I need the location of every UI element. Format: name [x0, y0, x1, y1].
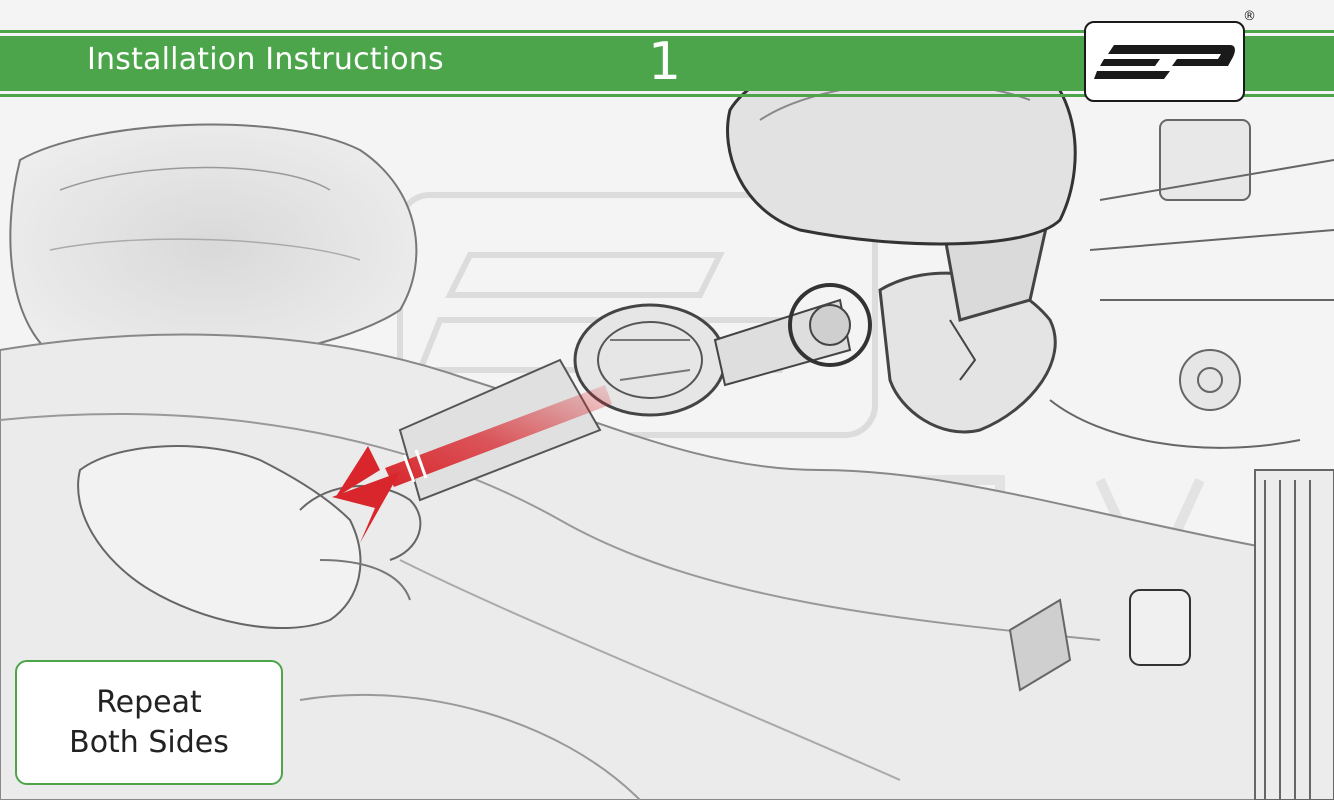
step-number: 1: [648, 32, 681, 92]
page-title: Installation Instructions: [87, 42, 444, 77]
brand-logo: [1084, 21, 1245, 102]
repeat-note-line1: Repeat: [96, 683, 202, 723]
repeat-note-line2: Both Sides: [69, 723, 229, 763]
registered-mark: ®: [1243, 9, 1256, 24]
repeat-note-box: Repeat Both Sides: [15, 660, 283, 785]
seat-shape: [10, 125, 416, 367]
ep-logo-icon: [1094, 37, 1236, 87]
